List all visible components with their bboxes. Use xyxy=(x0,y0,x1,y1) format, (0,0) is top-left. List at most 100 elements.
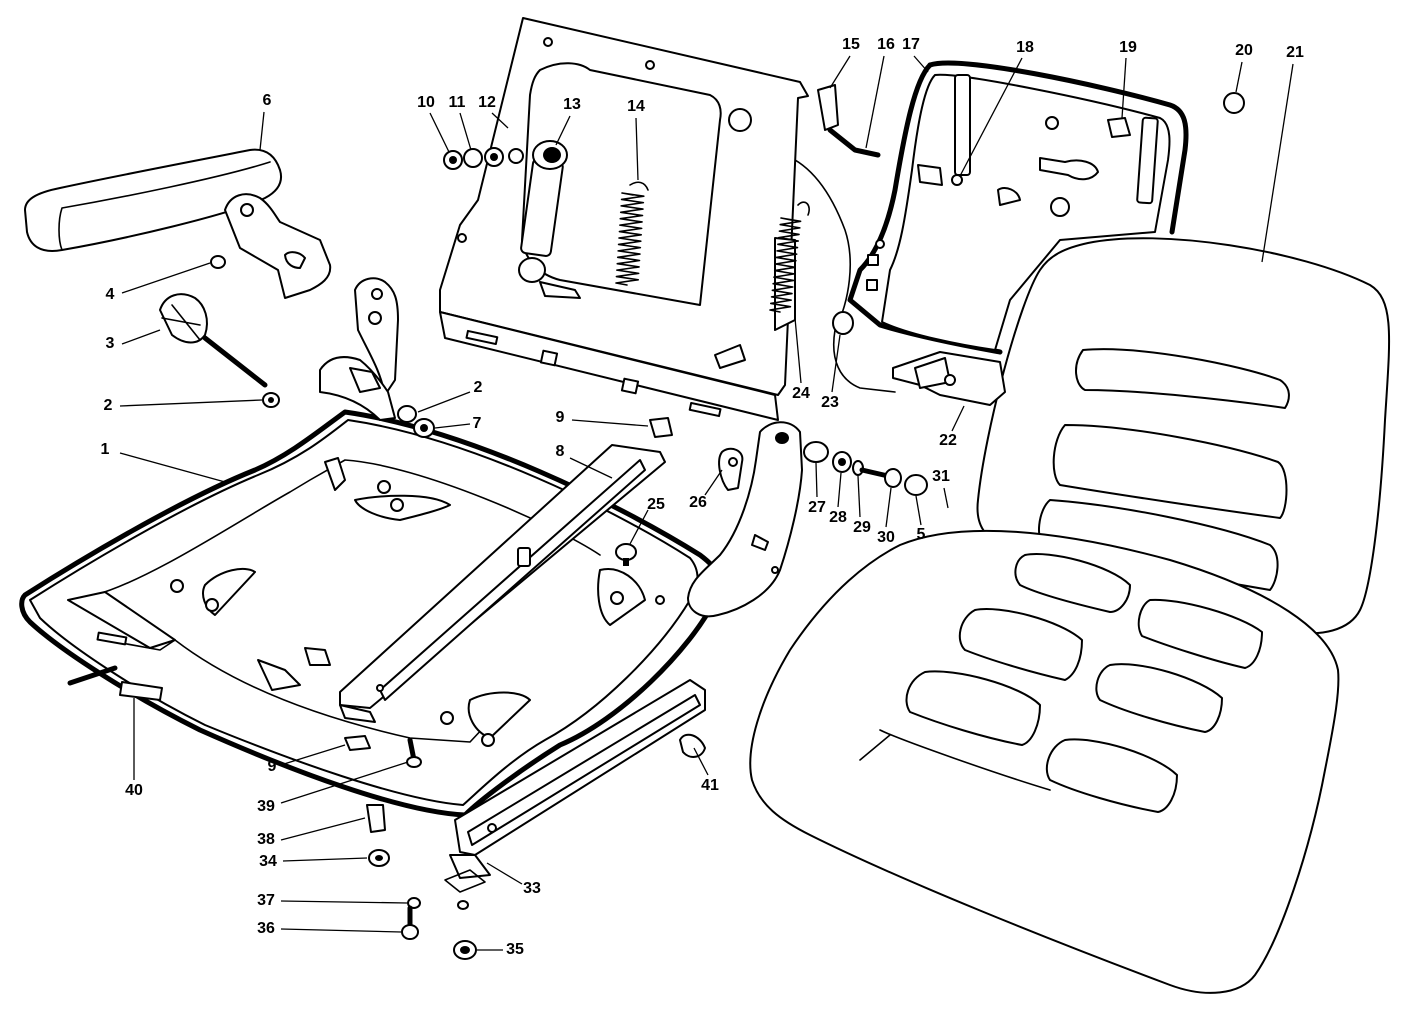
callout-c10: 10 xyxy=(417,94,435,111)
spring-coil xyxy=(769,217,802,313)
leader-c11 xyxy=(459,112,472,151)
part-1-seat-pan xyxy=(19,409,723,818)
callout-c40: 40 xyxy=(125,782,143,799)
leader-c34 xyxy=(282,857,368,862)
callout-c33: 33 xyxy=(523,880,541,897)
leader-c15 xyxy=(829,55,851,89)
leader-c8 xyxy=(569,457,613,479)
leader-c29 xyxy=(857,475,861,518)
leader-c10 xyxy=(429,112,450,153)
leader-c37 xyxy=(280,900,408,904)
callout-c2a: 2 xyxy=(104,397,113,414)
callout-c9b: 9 xyxy=(268,758,277,775)
callout-c37: 37 xyxy=(257,892,275,909)
leader-c30 xyxy=(885,487,892,528)
callout-c30: 30 xyxy=(877,529,895,546)
part-8-slide-rail xyxy=(339,444,666,723)
callout-c5: 5 xyxy=(917,526,926,543)
leader-c2b xyxy=(417,391,471,413)
part-21-backrest-cushion xyxy=(976,237,1391,634)
leader-c17 xyxy=(913,55,929,73)
leader-c9a xyxy=(571,419,649,427)
leader-c7 xyxy=(434,423,471,429)
leader-c3 xyxy=(121,329,161,345)
leader-c27 xyxy=(815,462,818,498)
leader-c12 xyxy=(491,112,509,129)
callout-c4: 4 xyxy=(106,286,115,303)
callout-c24: 24 xyxy=(792,385,810,402)
callout-c26: 26 xyxy=(689,494,707,511)
callout-c22: 22 xyxy=(939,432,957,449)
callout-c14: 14 xyxy=(627,98,645,115)
callout-c7: 7 xyxy=(473,415,482,432)
part-6-armrest xyxy=(24,148,283,252)
callout-c29: 29 xyxy=(853,519,871,536)
part-14-spring xyxy=(615,181,649,286)
part-31-seat-cushion xyxy=(749,529,1340,994)
hardware-parts xyxy=(67,84,1245,960)
part-26-lever xyxy=(718,447,744,491)
part-recline-plate xyxy=(687,421,803,618)
callout-c3: 3 xyxy=(106,335,115,352)
spring-coil xyxy=(615,192,645,286)
part-33-slide-track xyxy=(449,679,706,879)
leader-c13 xyxy=(555,115,571,146)
leader-c22 xyxy=(951,405,965,432)
part-3-adjust-knob xyxy=(159,293,268,388)
callout-c9a: 9 xyxy=(556,409,565,426)
callout-c11: 11 xyxy=(449,94,466,111)
leader-c21 xyxy=(1261,63,1294,263)
callout-c36: 36 xyxy=(257,920,275,937)
callout-c31: 31 xyxy=(932,468,950,485)
leader-c31 xyxy=(943,487,949,509)
leader-c16 xyxy=(865,55,885,149)
leader-c28 xyxy=(837,472,842,508)
part-17-back-frame xyxy=(847,60,1189,355)
callout-c23: 23 xyxy=(821,394,839,411)
part-armrest-bracket xyxy=(319,277,399,421)
part-22-recline-bracket xyxy=(892,351,1006,406)
leader-c38 xyxy=(280,817,366,841)
part-13-gas-strut xyxy=(518,140,581,299)
leader-c25 xyxy=(629,509,649,545)
leader-c19 xyxy=(1121,57,1127,119)
leader-c24 xyxy=(794,317,802,384)
callout-c28: 28 xyxy=(829,509,847,526)
callout-c19: 19 xyxy=(1119,39,1137,56)
leader-lines xyxy=(119,55,1294,951)
leader-c39 xyxy=(280,761,409,804)
callout-c38: 38 xyxy=(257,831,275,848)
leader-c4 xyxy=(121,262,211,294)
callout-c15: 15 xyxy=(842,36,860,53)
leader-c41 xyxy=(693,747,709,776)
leader-c6 xyxy=(259,111,265,151)
leader-c2a xyxy=(119,399,263,407)
leader-c9b xyxy=(283,744,346,765)
leader-c36 xyxy=(280,928,402,933)
back-panel xyxy=(439,17,809,421)
part-armrest-pivot xyxy=(224,193,332,299)
callout-c21: 21 xyxy=(1286,44,1304,61)
callout-c16: 16 xyxy=(877,36,895,53)
callout-c2b: 2 xyxy=(474,379,483,396)
callout-c41: 41 xyxy=(701,777,719,794)
leader-c20 xyxy=(1235,61,1243,93)
leader-c1 xyxy=(119,452,226,483)
leader-c26 xyxy=(704,469,723,496)
clearance-curve xyxy=(784,154,896,393)
callout-c1: 1 xyxy=(101,441,110,458)
leader-c14 xyxy=(635,117,639,181)
callout-c39: 39 xyxy=(257,798,275,815)
callout-c6: 6 xyxy=(263,92,272,109)
callout-c18: 18 xyxy=(1016,39,1034,56)
callout-c13: 13 xyxy=(563,96,581,113)
part-24-spring xyxy=(769,201,810,313)
leader-c23 xyxy=(831,334,841,393)
callout-c17: 17 xyxy=(902,36,920,53)
callout-c12: 12 xyxy=(478,94,496,111)
callout-c25: 25 xyxy=(647,496,665,513)
callout-c8: 8 xyxy=(556,443,565,460)
callout-c34: 34 xyxy=(259,853,277,870)
